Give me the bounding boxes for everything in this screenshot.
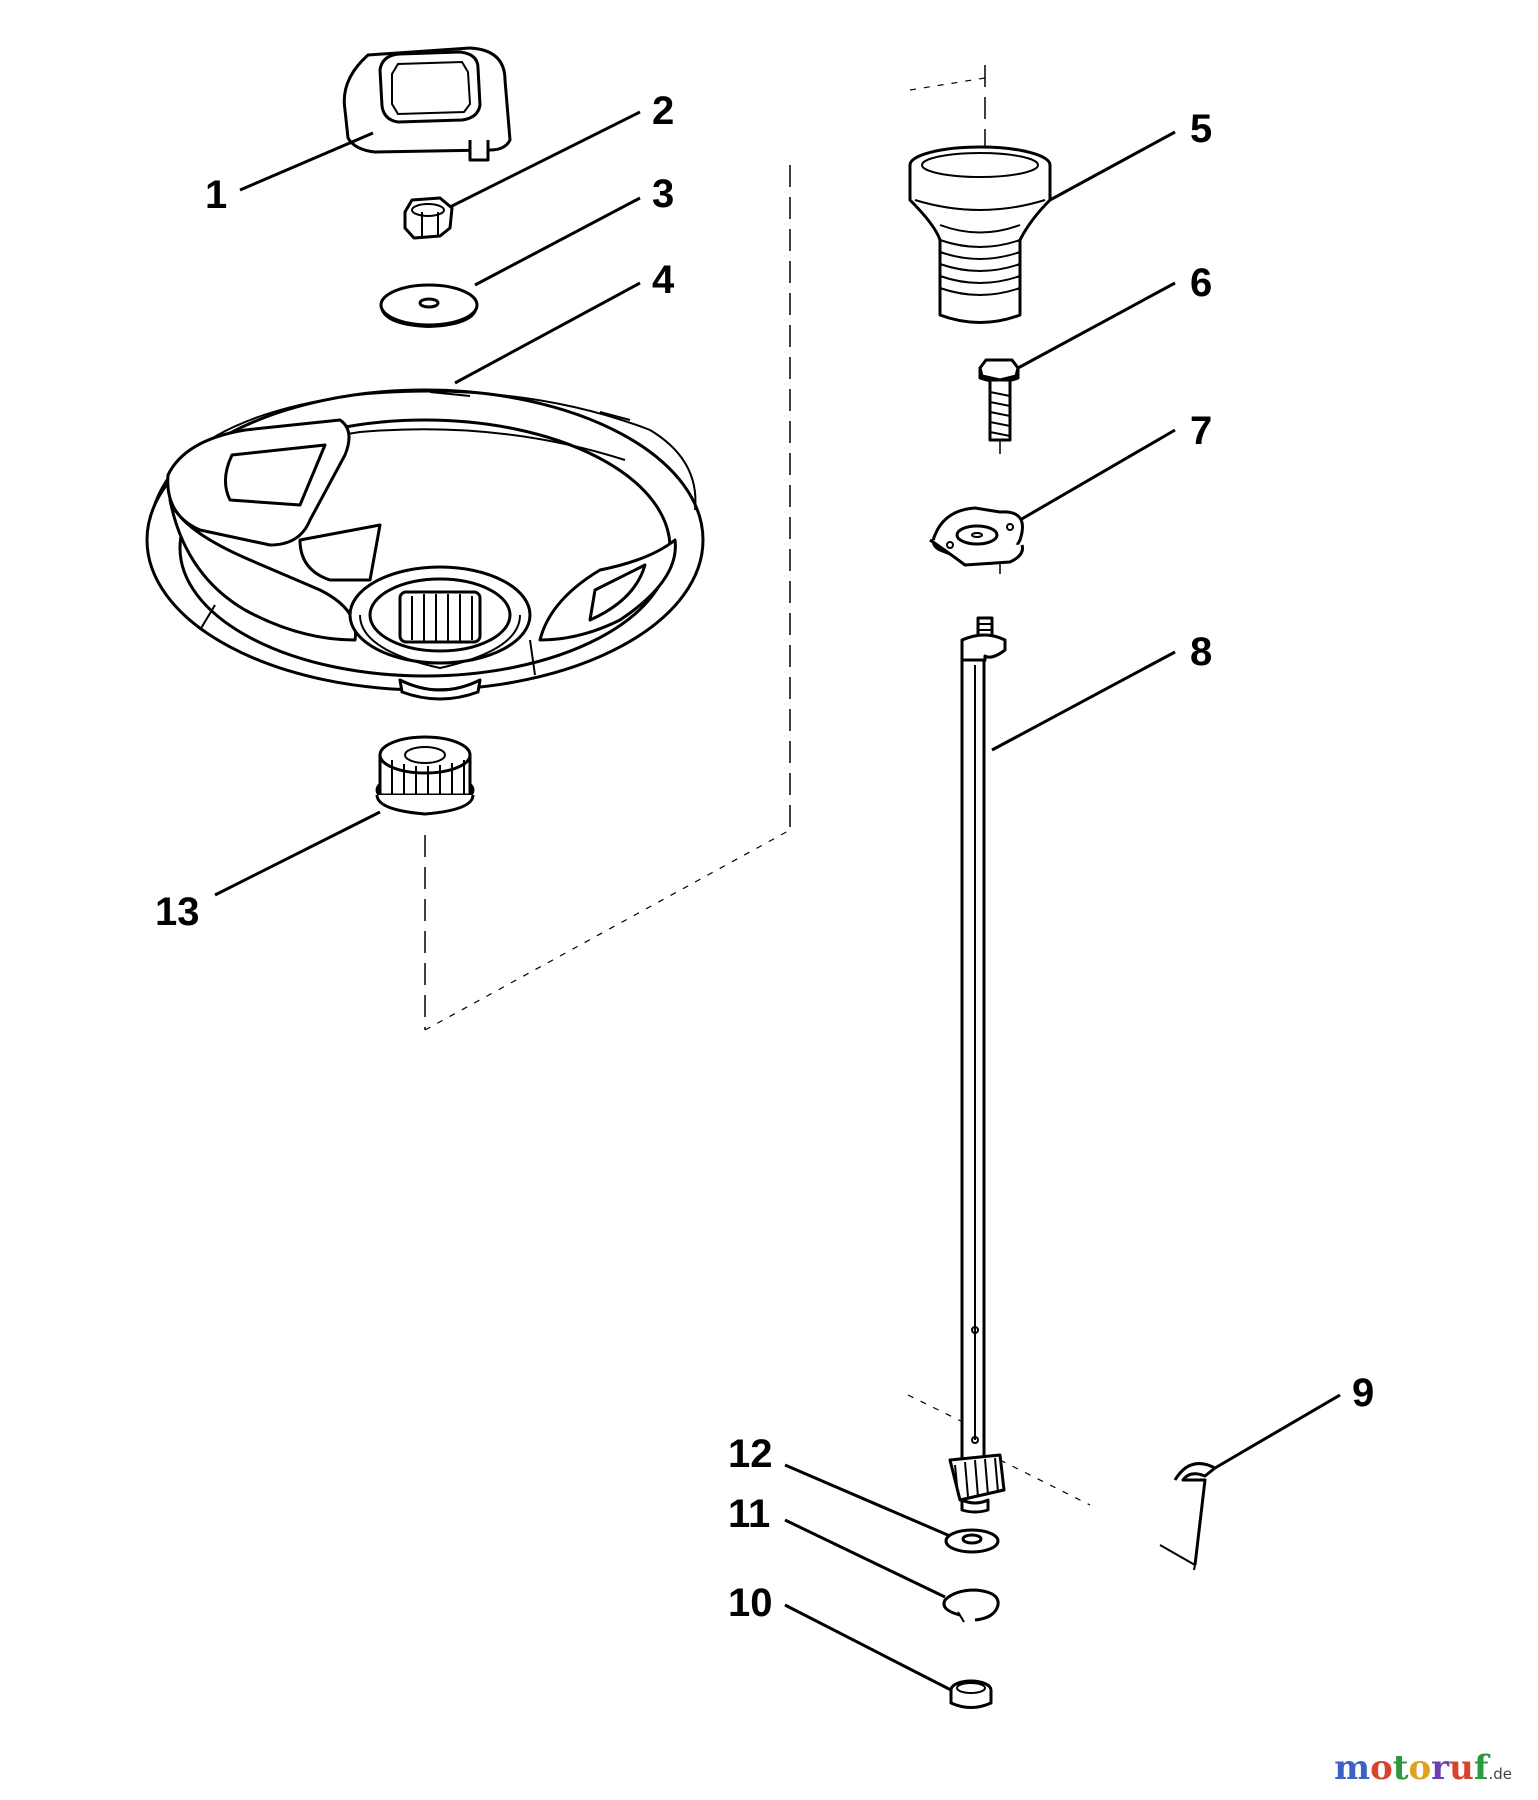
part-6-bolt	[978, 358, 1020, 442]
part-9-clip	[1159, 1462, 1217, 1571]
callout-2: 2	[652, 89, 674, 133]
part-7-flange-bearing	[929, 506, 1024, 567]
callout-12: 12	[728, 1432, 773, 1476]
callout-9: 9	[1352, 1371, 1374, 1415]
callout-4: 4	[652, 258, 675, 302]
callout-7: 7	[1190, 409, 1212, 453]
callouts: 1 2 3 4 5 6 7 8 9 10 11 12 13	[155, 89, 1374, 1625]
part-4-steering-wheel	[145, 388, 705, 701]
part-5-boot	[908, 145, 1052, 324]
watermark-logo: motoruf.de	[1334, 1748, 1512, 1788]
callout-8: 8	[1190, 630, 1212, 674]
part-2-nut	[403, 196, 454, 240]
leader-lines	[214, 110, 1341, 1692]
part-8-steering-shaft	[948, 616, 1007, 1514]
part-12-washer	[944, 1528, 1000, 1554]
callout-1: 1	[205, 173, 227, 217]
callout-6: 6	[1190, 261, 1212, 305]
callout-3: 3	[652, 172, 674, 216]
watermark-tld: .de	[1488, 1765, 1512, 1783]
callout-5: 5	[1190, 107, 1212, 151]
part-3-washer	[379, 283, 479, 329]
callout-10: 10	[728, 1581, 773, 1625]
part-13-hub-adapter	[375, 735, 475, 816]
callout-11: 11	[728, 1492, 770, 1536]
part-1-cap	[342, 46, 512, 162]
part-11-snap-ring	[942, 1588, 1000, 1623]
part-10-cap	[949, 1679, 993, 1709]
watermark-text: motoruf	[1334, 1748, 1489, 1788]
callout-13: 13	[155, 890, 200, 934]
